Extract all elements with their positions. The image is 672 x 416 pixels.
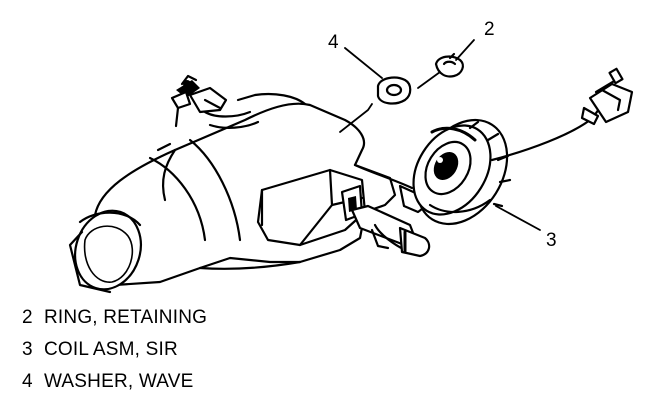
leader-washer-to-column xyxy=(339,103,373,133)
legend-number: 2 xyxy=(22,307,33,328)
ignition-key xyxy=(170,74,228,128)
steering-column-housing xyxy=(68,92,397,294)
leader-4 xyxy=(344,47,383,79)
legend-number: 4 xyxy=(22,371,33,392)
legend-text: WASHER, WAVE xyxy=(44,371,194,392)
leader-ring-to-washer xyxy=(417,71,441,89)
leader-2 xyxy=(455,39,475,61)
callout-4: 4 xyxy=(328,32,339,53)
leader-lines xyxy=(339,39,541,231)
legend-row: 4 WASHER, WAVE xyxy=(22,366,207,398)
shaft-connector-plug xyxy=(350,204,431,258)
retaining-ring xyxy=(434,52,464,78)
callout-3: 3 xyxy=(546,230,557,251)
leader-3 xyxy=(495,205,541,231)
coil-connector xyxy=(580,67,634,126)
callout-2: 2 xyxy=(484,19,495,40)
legend-row: 2 RING, RETAINING xyxy=(22,302,207,334)
legend-text: RING, RETAINING xyxy=(44,307,208,328)
legend-number: 3 xyxy=(22,339,33,360)
coil-assembly xyxy=(412,96,606,226)
legend-row: 3 COIL ASM, SIR xyxy=(22,334,207,366)
legend-text: COIL ASM, SIR xyxy=(44,339,178,360)
parts-legend: 2 RING, RETAINING 3 COIL ASM, SIR 4 WASH… xyxy=(22,302,207,398)
wave-washer xyxy=(376,76,412,105)
